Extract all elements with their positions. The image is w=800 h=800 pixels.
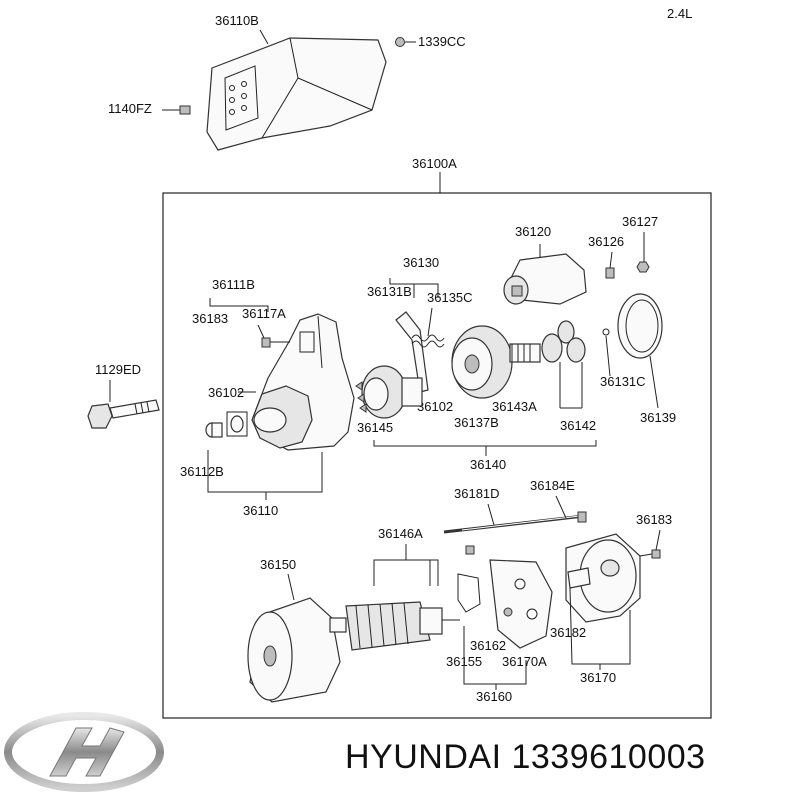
callout-36120: 36120 [515,224,551,239]
callout-36110: 36110 [243,503,278,518]
yoke-36150 [247,573,341,703]
callout-36127: 36127 [622,214,658,229]
through-bolts [443,495,587,534]
bolt-36117A [257,324,290,348]
callout-36183-right: 36183 [636,512,672,527]
engine-label: 2.4L [667,6,692,21]
bracket-36140 [373,440,597,456]
callout-36182: 36182 [550,625,586,640]
callout-36139: 36139 [640,410,676,425]
callout-36137B: 36137B [454,415,499,430]
assembly-frame [162,192,712,719]
hyundai-logo-icon [4,712,164,792]
planet-gears-36142 [541,320,586,409]
spring-36135C [411,307,445,348]
bushing-36112B [205,422,223,438]
front-housing-36110 [238,313,355,451]
brush-holder-36160 [457,545,553,690]
part-number: 1339610003 [511,738,706,776]
callout-36111B: 36111B [212,277,255,292]
pinion-36145 [355,365,423,419]
screw-36183-right [639,529,661,559]
callout-36130: 36130 [403,255,439,270]
callout-36170: 36170 [580,670,616,685]
callout-36100A: 36100A [412,156,457,171]
armature-36146A [329,544,460,651]
callout-36126: 36126 [588,234,624,249]
callout-36160: 36160 [476,689,512,704]
rear-cover-36170 [565,533,641,670]
nut-36126 [605,251,615,279]
gear-36137B [451,325,513,399]
callout-36110B: 36110B [215,13,259,28]
callout-1140FZ: 1140FZ [108,101,152,116]
lever-36131B [395,311,429,393]
brand-part-label: HYUNDAI 1339610003 [345,738,795,777]
callout-36142: 36142 [560,418,596,433]
callout-36145: 36145 [357,420,393,435]
pin-36131C [602,328,611,377]
callout-36117A: 36117A [242,306,286,321]
callout-36162: 36162 [470,638,506,653]
bolt-1129ED [87,380,160,429]
callout-36143A: 36143A [492,399,537,414]
callout-36146A: 36146A [378,526,423,541]
callout-36183: 36183 [192,311,228,326]
brand-name: HYUNDAI [345,738,512,776]
callout-36140: 36140 [470,457,506,472]
callout-36102-mid: 36102 [417,399,453,414]
callout-36170A: 36170A [502,654,547,669]
callout-1129ED: 1129ED [95,362,141,377]
callout-36112B: 36112B [180,464,224,479]
callout-1339CC: 1339CC [418,34,466,49]
callout-36150: 36150 [260,557,296,572]
callout-36131B: 36131B [367,284,412,299]
shaft-36143A [509,343,541,363]
nut-1339CC [395,37,416,47]
callout-36181D: 36181D [454,486,500,501]
solenoid-36120 [503,244,587,305]
bolt-1140FZ [162,105,191,115]
ring-36139 [617,293,663,409]
callout-36184E: 36184E [530,478,575,493]
callout-36135C: 36135C [427,290,473,305]
washer-36102-left [226,411,248,437]
callout-36131C: 36131C [600,374,646,389]
nut-36127 [636,232,650,273]
callout-36102-left: 36102 [208,385,244,400]
heat-shield-36110B [206,29,387,151]
